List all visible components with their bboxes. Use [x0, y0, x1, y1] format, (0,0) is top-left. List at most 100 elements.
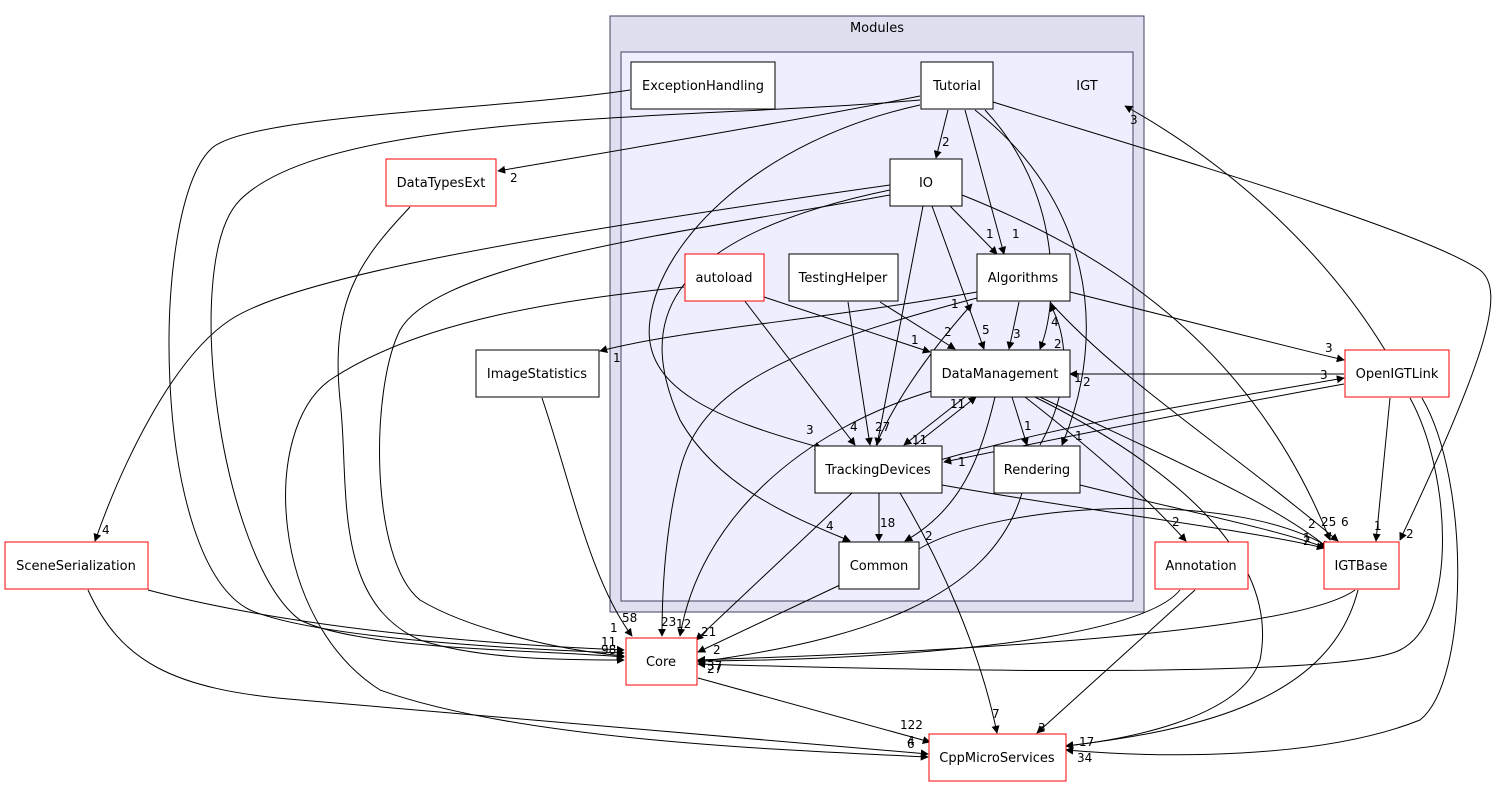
node-rendering-label: Rendering — [1004, 463, 1070, 478]
node-algorithms[interactable]: Algorithms — [976, 253, 1071, 302]
label-annotation-core[interactable]: 37 — [707, 659, 722, 673]
node-annotation[interactable]: Annotation — [1154, 541, 1249, 590]
label-algorithms-datamanagement[interactable]: 3 — [1013, 327, 1021, 341]
node-cppmicroservices[interactable]: CppMicroServices — [928, 733, 1067, 782]
node-trackingdevices[interactable]: TrackingDevices — [814, 445, 943, 494]
edge-trackingdevices-cppmicroservices — [899, 492, 1000, 734]
node-datamanagement-label: DataManagement — [942, 367, 1059, 382]
node-core[interactable]: Core — [625, 637, 698, 686]
edge-datamanagement-igtbase — [1039, 396, 1329, 549]
edge-common-core — [697, 584, 841, 653]
label-datatypesext-core[interactable]: 98 — [601, 643, 616, 657]
edge-openigtlink-core — [697, 397, 1443, 672]
label-tutorial-igtbase[interactable]: 2 — [1406, 527, 1414, 541]
label-datamanagement-cppmicroservices[interactable]: 17 — [1079, 735, 1094, 749]
label-trackingdevices-openigtlink[interactable]: 1 — [958, 455, 966, 469]
label-autoload-trackingdevices[interactable]: 4 — [850, 420, 858, 434]
node-tutorial[interactable]: Tutorial — [920, 61, 994, 110]
label-annotation-cppmicroservices[interactable]: 3 — [1038, 721, 1046, 735]
node-datatypesext[interactable]: DataTypesExt — [385, 158, 497, 207]
label-algorithms-trackingdevices-up[interactable]: 1 — [951, 297, 959, 311]
label-io-datamanagement[interactable]: 5 — [982, 323, 990, 337]
node-sceneserialization[interactable]: SceneSerialization — [4, 541, 149, 590]
edge-datamanagement-cppmicroservices — [1034, 396, 1263, 750]
node-rendering[interactable]: Rendering — [993, 445, 1081, 494]
label-autoload-datamanagement[interactable]: 1 — [911, 333, 919, 347]
label-tutorial-trackingdevices[interactable]: 3 — [806, 423, 814, 437]
node-cppmicroservices-label: CppMicroServices — [939, 751, 1055, 766]
edge-autoload-cppmicroservices — [285, 286, 929, 761]
edge-io-algorithms — [949, 205, 998, 255]
label-algorithms-imagestatistics[interactable]: 1 — [613, 351, 621, 365]
label-tutorial-io[interactable]: 2 — [942, 135, 950, 149]
node-exceptionhandling[interactable]: ExceptionHandling — [630, 61, 776, 110]
node-datatypesext-label: DataTypesExt — [397, 176, 486, 191]
label-tutorial-datatypesext[interactable]: 2 — [510, 171, 518, 185]
label-datamanagement-tutorial-in[interactable]: 2 — [1054, 337, 1062, 351]
label-openigtlink-igtbase[interactable]: 1 — [1374, 519, 1382, 533]
node-imagestatistics[interactable]: ImageStatistics — [475, 349, 600, 398]
edge-labels: 2 2 3 1 1 5 27 4 4 6 1 4 2 3 1 3 23 25 1… — [102, 113, 1414, 765]
label-trackingdevices-core[interactable]: 21 — [701, 625, 716, 639]
edge-datatypesext-core — [337, 206, 625, 664]
label-exceptionhandling-core[interactable]: 11 — [601, 635, 616, 649]
label-io-igtbase[interactable]: 6 — [1341, 515, 1349, 529]
label-testinghelper-datamanagement[interactable]: 2 — [944, 325, 952, 339]
node-datamanagement[interactable]: DataManagement — [930, 349, 1071, 398]
label-datamanagement-core[interactable]: 12 — [676, 617, 691, 631]
label-tutorial-algorithms[interactable]: 1 — [1012, 227, 1020, 241]
label-datamanagement-trackingdevices[interactable]: 11 — [912, 433, 927, 447]
label-datamanagement-annotation[interactable]: 2 — [1172, 515, 1180, 529]
label-trackingdevices-igtbase[interactable]: 2 — [1303, 534, 1311, 548]
label-openigtlink-trackingdevices[interactable]: 1 — [1074, 371, 1082, 385]
label-tutorial-rendering[interactable]: 1 — [1075, 429, 1083, 443]
cluster-igt-label[interactable]: IGT — [1076, 79, 1097, 94]
edge-tutorial-algorithms — [964, 109, 1006, 255]
label-datamanagement-rendering[interactable]: 1 — [1024, 419, 1032, 433]
cluster-modules-label: Modules — [850, 21, 904, 36]
label-sceneserialization-core[interactable]: 1 — [610, 621, 618, 635]
label-algorithms-openigtlink[interactable]: 3 — [1325, 341, 1333, 355]
node-autoload[interactable]: autoload — [684, 253, 765, 302]
node-io[interactable]: IO — [889, 158, 963, 207]
edge-igtbase-core — [697, 589, 1356, 664]
label-trackingdevices-cppmicroservices[interactable]: 7 — [992, 707, 1000, 721]
label-core-cppmicroservices[interactable]: 122 — [900, 718, 923, 732]
label-io-algorithms[interactable]: 1 — [986, 227, 994, 241]
label-datamanagement-common[interactable]: 2 — [925, 529, 933, 543]
label-sceneserialization-cppmicroservices[interactable]: 6 — [907, 737, 915, 751]
edge-openigtlink-cppmicroservices — [1065, 397, 1459, 756]
label-igtbase-cppmicroservices[interactable]: 4 — [907, 734, 915, 748]
node-core-label: Core — [646, 655, 676, 670]
edge-rendering-core — [697, 492, 1023, 665]
node-igtbase[interactable]: IGTBase — [1323, 541, 1400, 590]
label-openigtlink-cppmicroservices[interactable]: 34 — [1077, 751, 1092, 765]
label-common-core[interactable]: 2 — [713, 643, 721, 657]
label-algorithms-igtbase[interactable]: 25 — [1321, 515, 1336, 529]
node-exceptionhandling-label: ExceptionHandling — [642, 79, 764, 94]
label-datamanagement-igtbase[interactable]: 2 — [1308, 517, 1316, 531]
label-io-common[interactable]: 4 — [826, 519, 834, 533]
label-rendering-algorithms[interactable]: 2 — [1083, 375, 1091, 389]
label-igtbase-core[interactable]: 27 — [707, 662, 722, 676]
label-io-sceneserialization[interactable]: 4 — [102, 523, 110, 537]
label-openigtlink-datamanagement[interactable]: 3 — [1320, 368, 1328, 382]
edge-igtbase-cppmicroservices — [1065, 589, 1359, 750]
label-trackingdevices-common[interactable]: 18 — [880, 516, 895, 530]
node-common[interactable]: Common — [838, 541, 920, 590]
label-rendering-igtbase[interactable]: 1 — [1303, 531, 1311, 545]
label-trackingdevices-datamanagement[interactable]: 11 — [950, 397, 965, 411]
node-testinghelper[interactable]: TestingHelper — [788, 253, 899, 302]
edge-datamanagement-rendering — [1011, 396, 1029, 446]
node-openigtlink-label: OpenIGTLink — [1356, 367, 1439, 382]
label-imagestatistics-core[interactable]: 58 — [622, 611, 637, 625]
edge-datamanagement-annotation — [1024, 396, 1187, 542]
edge-tutorial-datatypesext — [497, 95, 921, 174]
edge-algorithms-igtbase — [1049, 301, 1339, 542]
node-algorithms-label: Algorithms — [988, 271, 1059, 286]
label-tutorial-igt[interactable]: 3 — [1130, 113, 1138, 127]
label-algorithms-core[interactable]: 23 — [661, 615, 676, 629]
label-io-trackingdevices[interactable]: 27 — [875, 420, 890, 434]
label-rendering-algorithms-b[interactable]: 4 — [1051, 315, 1059, 329]
node-openigtlink[interactable]: OpenIGTLink — [1344, 349, 1450, 398]
